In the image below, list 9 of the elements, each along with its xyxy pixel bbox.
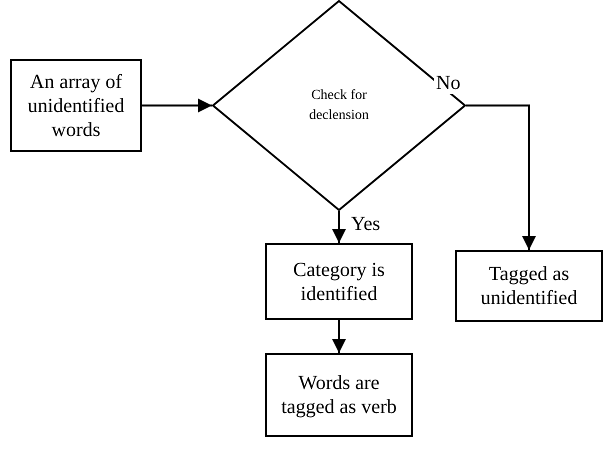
decision-text: Check for declension — [308, 86, 370, 124]
arrow — [332, 320, 346, 353]
process-box: An array of unidentified words — [10, 59, 142, 152]
process-box: Tagged as unidentified — [455, 250, 603, 322]
arrow — [466, 104, 536, 250]
arrow — [332, 211, 346, 243]
arrow — [142, 98, 212, 112]
process-box: Words are tagged as verb — [265, 353, 413, 437]
process-box: Category is identified — [265, 243, 413, 320]
